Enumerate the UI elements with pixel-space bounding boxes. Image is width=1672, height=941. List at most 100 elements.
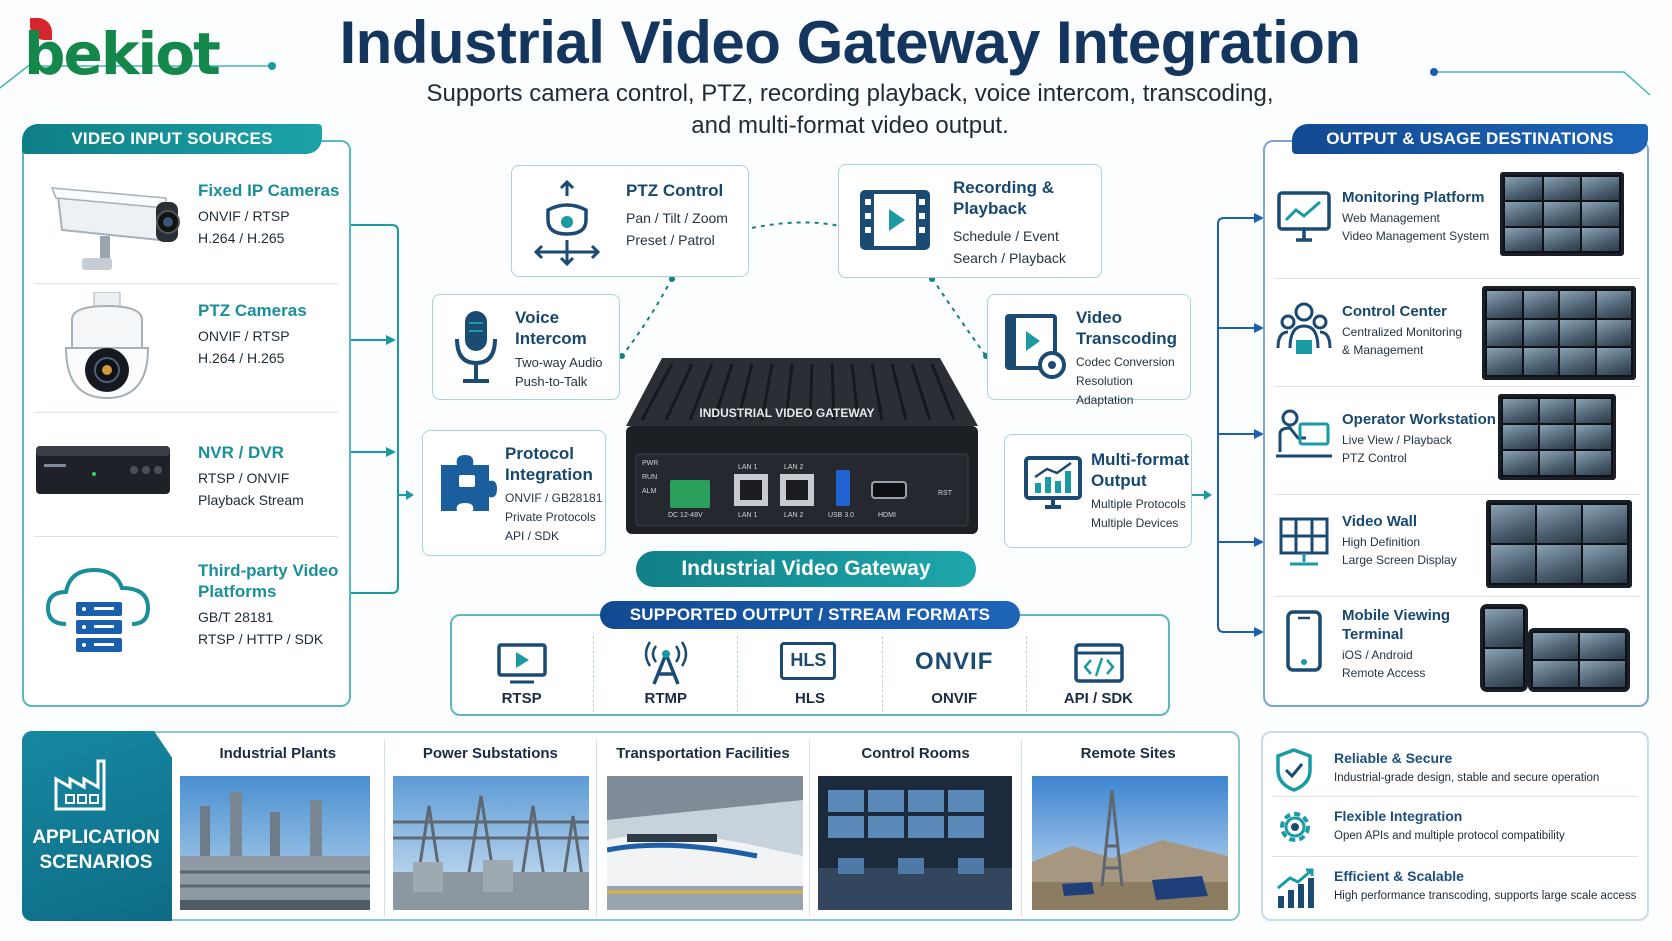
port-label-dc: DC 12-48V [668, 512, 703, 519]
play-screen-icon [497, 643, 547, 684]
control-room-photo [817, 776, 1012, 910]
divider [1272, 796, 1638, 797]
remote-site-photo [1032, 776, 1229, 910]
hls-icon: HLS [780, 642, 837, 680]
gear-icon [1280, 812, 1310, 842]
divider [34, 283, 338, 284]
train-station-photo [607, 776, 804, 910]
brand-logo: bekiot [24, 20, 221, 88]
microphone-icon [455, 311, 497, 383]
nvr-icon [36, 446, 170, 494]
ptz-control-icon [533, 180, 601, 266]
port-label-lan2: LAN 2 [784, 512, 804, 519]
scenario-list: Industrial Plants Power Substations Tran… [172, 740, 1234, 916]
port-label-lan1: LAN 1 [738, 512, 758, 519]
smartphone-icon [1286, 610, 1322, 672]
port-label-rst: RST [938, 490, 952, 497]
format-onvif[interactable]: ONVIF ONVIF [883, 636, 1027, 712]
operator-icon [1276, 409, 1332, 458]
output-item-video-wall[interactable]: Video Wall High Definition Large Screen … [1274, 500, 1644, 596]
benefit-flexible-integration: Flexible Integration Open APIs and multi… [1272, 800, 1642, 856]
formats-panel [450, 614, 1170, 716]
format-rtsp[interactable]: RTSP [450, 636, 595, 712]
workstation-thumbnail [1498, 394, 1616, 480]
divider [1274, 494, 1640, 495]
growth-chart-icon [1277, 868, 1314, 908]
logo-leaf-icon [30, 18, 52, 40]
port-label-run: RUN [642, 474, 658, 481]
port-label-usb: USB 3.0 [828, 512, 855, 519]
input-item-fixed-ip-cameras[interactable]: Fixed IP Cameras ONVIF / RTSP H.264 / H.… [34, 172, 344, 282]
code-window-icon [1074, 643, 1124, 683]
output-heading: OUTPUT & USAGE DESTINATIONS [1292, 124, 1648, 154]
format-api-sdk[interactable]: API / SDK [1027, 636, 1170, 712]
formats-heading: SUPPORTED OUTPUT / STREAM FORMATS [600, 601, 1020, 629]
format-rtmp[interactable]: RTMP [594, 636, 739, 712]
industrial-plant-photo [180, 776, 370, 910]
video-wall-icon [1279, 517, 1329, 566]
feature-protocol-integration[interactable]: Protocol Integration ONVIF / GB28181 Pri… [422, 430, 606, 556]
video-input-heading: VIDEO INPUT SOURCES [22, 124, 322, 154]
divider [1274, 596, 1640, 597]
feature-multi-format-output[interactable]: Multi-format Output Multiple Protocols M… [1004, 434, 1192, 548]
page-title: Industrial Video Gateway Integration [339, 9, 1361, 76]
feature-video-transcoding[interactable]: Video Transcoding Codec Conversion Resol… [987, 294, 1191, 407]
output-item-mobile-terminal[interactable]: Mobile Viewing Terminal iOS / Android Re… [1274, 600, 1644, 700]
broadcast-tower-icon [644, 641, 688, 685]
format-list: RTSP RTMP HLS HLS ONVIF ONVIF API / SDK [450, 636, 1170, 712]
feature-ptz-control[interactable]: PTZ Control Pan / Tilt / Zoom Preset / P… [511, 165, 749, 277]
monitor-chart-icon [1024, 456, 1082, 509]
monitor-chart-icon [1277, 191, 1331, 242]
tablet-thumbnail [1528, 628, 1630, 692]
video-wall-thumbnail [1486, 500, 1632, 588]
scenario-transportation[interactable]: Transportation Facilities [597, 740, 810, 916]
scenario-control-rooms[interactable]: Control Rooms [810, 740, 1023, 916]
scenarios-heading-block: APPLICATION SCENARIOS [22, 731, 172, 921]
scenario-industrial-plants[interactable]: Industrial Plants [172, 740, 385, 916]
page-subtitle: Supports camera control, PTZ, recording … [426, 80, 1274, 139]
input-item-nvr-dvr[interactable]: NVR / DVR RTSP / ONVIF Playback Stream [34, 420, 344, 530]
benefit-efficient-scalable: Efficient & Scalable High performance tr… [1272, 860, 1642, 916]
phone-thumbnail [1480, 604, 1528, 692]
feature-recording-playback[interactable]: Recording & Playback Schedule / Event Se… [838, 164, 1102, 278]
shield-icon [1276, 748, 1312, 792]
cloud-server-icon [45, 567, 151, 652]
device-top-label: INDUSTRIAL VIDEO GATEWAY [699, 406, 875, 420]
divider [34, 412, 338, 413]
input-item-ptz-cameras[interactable]: PTZ Cameras ONVIF / RTSP H.264 / H.265 [34, 290, 344, 410]
benefit-reliable-secure: Reliable & Secure Industrial-grade desig… [1272, 742, 1642, 798]
divider [1272, 856, 1638, 857]
onvif-logo-icon: ONVIF [915, 648, 994, 675]
port-label-pwr: PWR [642, 460, 659, 467]
dome-camera-icon [64, 292, 150, 400]
gateway-banner: Industrial Video Gateway [636, 551, 976, 587]
format-hls[interactable]: HLS HLS [738, 636, 883, 712]
video-input-panel [22, 140, 351, 707]
scenario-power-substations[interactable]: Power Substations [385, 740, 598, 916]
monitor-thumbnail [1500, 172, 1624, 256]
port-label-lan2-top: LAN 2 [784, 464, 804, 471]
puzzle-icon [441, 455, 497, 511]
scenarios-heading: APPLICATION SCENARIOS [32, 827, 160, 873]
port-label-alm: ALM [642, 488, 657, 495]
feature-voice-intercom[interactable]: Voice Intercom Two-way Audio Push-to-Tal… [432, 294, 620, 400]
factory-icon [54, 759, 106, 811]
team-icon [1276, 302, 1332, 354]
divider [1274, 278, 1640, 279]
bullet-camera-icon [50, 187, 180, 270]
gateway-device-body [626, 358, 978, 534]
gateway-device: INDUSTRIAL VIDEO GATEWAY PWR RUN ALM DC … [622, 356, 982, 538]
output-item-monitoring-platform[interactable]: Monitoring Platform Web Management Video… [1274, 168, 1644, 274]
port-label-hdmi: HDMI [878, 512, 896, 519]
video-transcode-icon [1005, 314, 1066, 379]
port-label-lan1-top: LAN 1 [738, 464, 758, 471]
substation-photo [392, 776, 589, 910]
input-item-third-party-platforms[interactable]: Third-party Video Platforms GB/T 28181 R… [34, 544, 344, 664]
scenario-remote-sites[interactable]: Remote Sites [1022, 740, 1234, 916]
control-center-thumbnail [1482, 286, 1636, 380]
film-play-icon [860, 190, 930, 250]
benefits-panel [1261, 731, 1649, 921]
output-item-operator-workstation[interactable]: Operator Workstation Live View / Playbac… [1274, 392, 1644, 492]
output-item-control-center[interactable]: Control Center Centralized Monitoring & … [1274, 284, 1644, 384]
